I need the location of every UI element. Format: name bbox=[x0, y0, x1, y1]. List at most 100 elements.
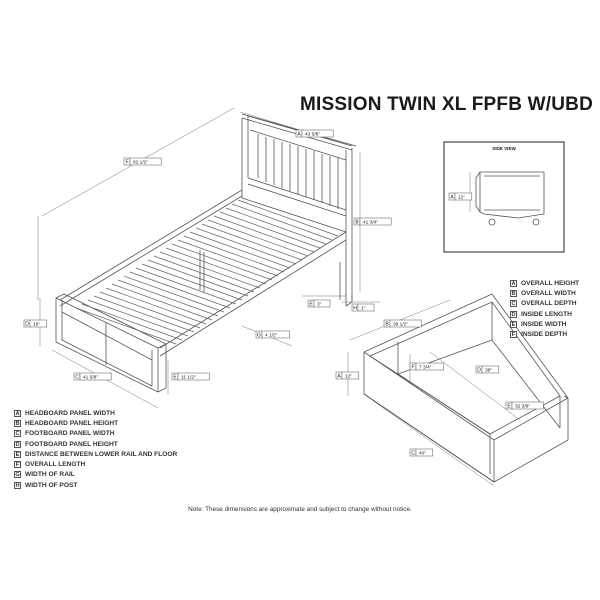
bed-legend-key: D bbox=[14, 440, 21, 448]
dimension-key: F bbox=[125, 160, 128, 166]
dimension-value-box bbox=[389, 319, 422, 328]
side-view-label: SIDE VIEW bbox=[492, 146, 516, 151]
dimension-value-box bbox=[29, 319, 48, 328]
dimension-value: 38" bbox=[485, 368, 492, 374]
dimension-value-box bbox=[79, 372, 112, 381]
dimension-value: 11 1/2" bbox=[181, 375, 196, 381]
dimension-value-box bbox=[359, 217, 392, 226]
drawer-legend-label: OVERALL WIDTH bbox=[521, 289, 576, 297]
bed-dimension-e2: E 11 1/2" bbox=[171, 372, 210, 381]
dimension-value: 16" bbox=[33, 322, 40, 328]
bed-legend-key: F bbox=[14, 461, 21, 469]
disclaimer-note: Note: These dimensions are approximate a… bbox=[188, 506, 412, 513]
bed-legend-label: WIDTH OF RAIL bbox=[25, 471, 75, 479]
diagram-title: MISSION TWIN XL FPFB W/UBD bbox=[300, 94, 594, 115]
bed-legend-key: C bbox=[14, 430, 21, 438]
dimension-value: 32 3/8" bbox=[515, 404, 530, 410]
dimension-value: 41 5/8" bbox=[83, 375, 98, 381]
dimension-value-box bbox=[341, 371, 360, 380]
dimension-key: E bbox=[309, 302, 313, 308]
drawer-legend-item-a: A OVERALL HEIGHT bbox=[510, 278, 579, 288]
bed-legend-label: WIDTH OF POST bbox=[25, 481, 78, 489]
dimension-value: 4 1/2" bbox=[265, 333, 278, 339]
dimension-value-box bbox=[454, 192, 473, 201]
drawer-drawing bbox=[363, 293, 569, 483]
bed-legend-label: HEADBOARD PANEL HEIGHT bbox=[25, 419, 119, 427]
bed-dimension-f: F 82 1/2" bbox=[123, 157, 162, 166]
dimension-key: A bbox=[337, 374, 341, 380]
dimension-value: 12" bbox=[458, 195, 465, 201]
dimension-value-box bbox=[129, 157, 162, 166]
bed-legend-key: G bbox=[14, 471, 21, 479]
drawer-legend-key: C bbox=[510, 300, 517, 308]
drawer-legend-item-b: B OVERALL WIDTH bbox=[510, 288, 579, 298]
dimension-value: 43 5/8" bbox=[305, 132, 320, 138]
drawer-legend-label: OVERALL HEIGHT bbox=[521, 279, 580, 287]
drawer-legend-key: F bbox=[510, 331, 517, 339]
dimension-key: G bbox=[257, 333, 261, 339]
bed-legend-key: E bbox=[14, 450, 21, 458]
drawer-legend-label: INSIDE WIDTH bbox=[521, 320, 567, 328]
drawer-legend-key: B bbox=[510, 289, 517, 297]
dimension-key: D bbox=[477, 368, 481, 374]
drawer-legend-key: A bbox=[510, 279, 517, 287]
dimension-value-box bbox=[481, 365, 500, 374]
drawer-legend-label: INSIDE DEPTH bbox=[521, 331, 568, 339]
side-view-dimension-a: A 12" bbox=[448, 192, 473, 201]
dimension-value-box bbox=[415, 362, 444, 371]
dimension-key: E bbox=[507, 404, 511, 410]
dimension-key: C bbox=[75, 375, 79, 381]
dimension-value-box bbox=[415, 448, 434, 457]
bed-legend-label: DISTANCE BETWEEN LOWER RAIL AND FLOOR bbox=[25, 450, 178, 458]
bed-legend-item-h: H WIDTH OF POST bbox=[14, 480, 177, 490]
dimension-value-box bbox=[177, 372, 210, 381]
dimension-value-box bbox=[357, 303, 375, 312]
bed-legend-key: H bbox=[14, 481, 21, 489]
bed-legend-label: FOOTBOARD PANEL WIDTH bbox=[25, 430, 115, 438]
dimension-key: D bbox=[25, 322, 29, 328]
dimension-value: 82 1/2" bbox=[133, 160, 148, 166]
dimension-value: 7 3/4" bbox=[419, 365, 432, 371]
dimension-value: 40" bbox=[419, 451, 426, 457]
dimension-value: 12" bbox=[345, 374, 352, 380]
dimension-value-box bbox=[261, 330, 290, 339]
drawer-dimension-a: A 12" bbox=[335, 371, 360, 380]
dimension-key: B bbox=[355, 220, 359, 226]
bed-frame-drawing bbox=[55, 113, 357, 393]
bed-dimension-b: B 41 3/4" bbox=[353, 217, 392, 226]
drawer-legend-label: INSIDE LENGTH bbox=[521, 310, 572, 318]
dimension-value: 39 1/2" bbox=[393, 322, 408, 328]
drawer-dimension-e: E 32 3/8" bbox=[505, 401, 544, 410]
bed-dimension-c: C 41 5/8" bbox=[73, 372, 112, 381]
dimension-value: 41 3/4" bbox=[363, 220, 378, 226]
bed-dimension-a: A 43 5/8" bbox=[295, 129, 334, 138]
dimension-key: H bbox=[353, 306, 357, 312]
dimension-value: 1" bbox=[361, 306, 366, 312]
bed-dimension-g: G 4 1/2" bbox=[255, 330, 290, 339]
bed-legend-item-e: E DISTANCE BETWEEN LOWER RAIL AND FLOOR bbox=[14, 449, 177, 459]
bed-dimension-h: H 1" bbox=[351, 303, 375, 312]
bed-dimension-e: E 3" bbox=[307, 299, 331, 308]
bed-legend-label: HEADBOARD PANEL WIDTH bbox=[25, 409, 115, 417]
bed-legend-item-c: C FOOTBOARD PANEL WIDTH bbox=[14, 429, 177, 439]
dimension-value: 3" bbox=[317, 302, 322, 308]
dimension-key: A bbox=[297, 132, 301, 138]
dimension-key: C bbox=[411, 451, 415, 457]
dimension-key: E bbox=[173, 375, 177, 381]
bed-dimension-lines bbox=[37, 107, 380, 409]
bed-legend-item-g: G WIDTH OF RAIL bbox=[14, 470, 177, 480]
drawer-dimension-d: D 38" bbox=[475, 365, 500, 374]
drawer-legend-item-f: F INSIDE DEPTH bbox=[510, 329, 579, 339]
dimension-key: A bbox=[450, 195, 454, 201]
